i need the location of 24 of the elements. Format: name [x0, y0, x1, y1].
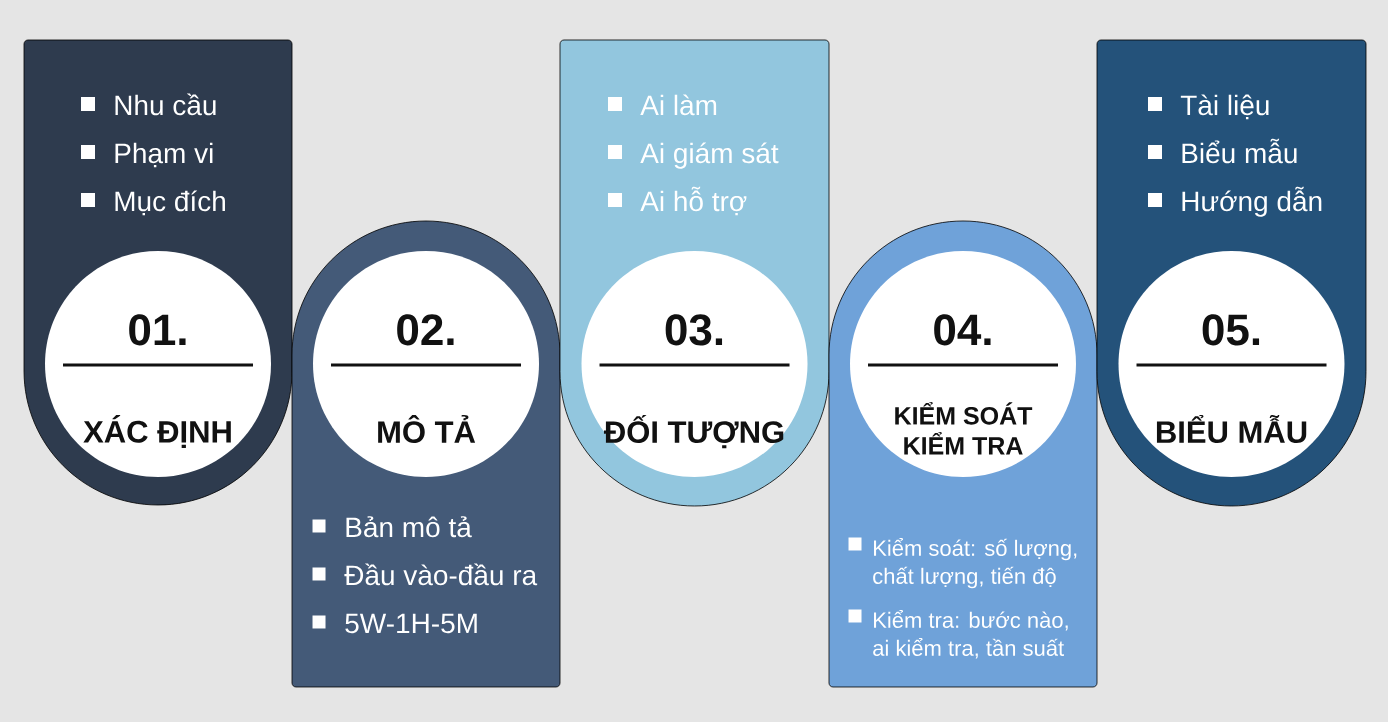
bullet-text: Kiểm tra: bước nào, ai kiểm tra, tần suất [873, 610, 1068, 659]
bullet-text: Hướng dẫn [1182, 186, 1322, 217]
bullet-text: Ai làm [640, 94, 717, 116]
bullet-text: Biểu mẫu [1182, 138, 1297, 164]
step-number: 02. [397, 314, 454, 346]
step-title: XÁC ĐỊNH [83, 415, 231, 448]
bullet-text: Kiểm soát: số lượng, chất lượng, tiến độ [873, 538, 1077, 589]
step-number: 04. [934, 314, 991, 346]
bullet-text: Phạm vi [115, 142, 213, 168]
step-title: MÔ TẢ [378, 415, 476, 444]
bullet-text: Nhu cầu [115, 93, 216, 116]
bullet-text: Ai giám sát [640, 142, 779, 169]
bullet-text: Ai hỗ trợ [640, 186, 747, 216]
step-title: ĐỐI TƯỢNG [604, 415, 784, 449]
step-number: 03. [665, 314, 723, 346]
bullet-text: Tài liệu [1180, 94, 1269, 120]
step-title: BIỂU MẪU [1156, 415, 1307, 444]
bullet-text: Đầu vào-đầu ra [344, 563, 538, 586]
step-number: 01. [129, 314, 186, 346]
bullet-text: Bản mô tả [346, 516, 472, 538]
step-number: 05. [1202, 314, 1260, 346]
bullet-text: 5W-1H-5M [345, 613, 477, 634]
step-title: KIỂM SOÁT KIỂM TRA [895, 402, 1033, 455]
bullet-text: Mục đích [115, 190, 225, 216]
